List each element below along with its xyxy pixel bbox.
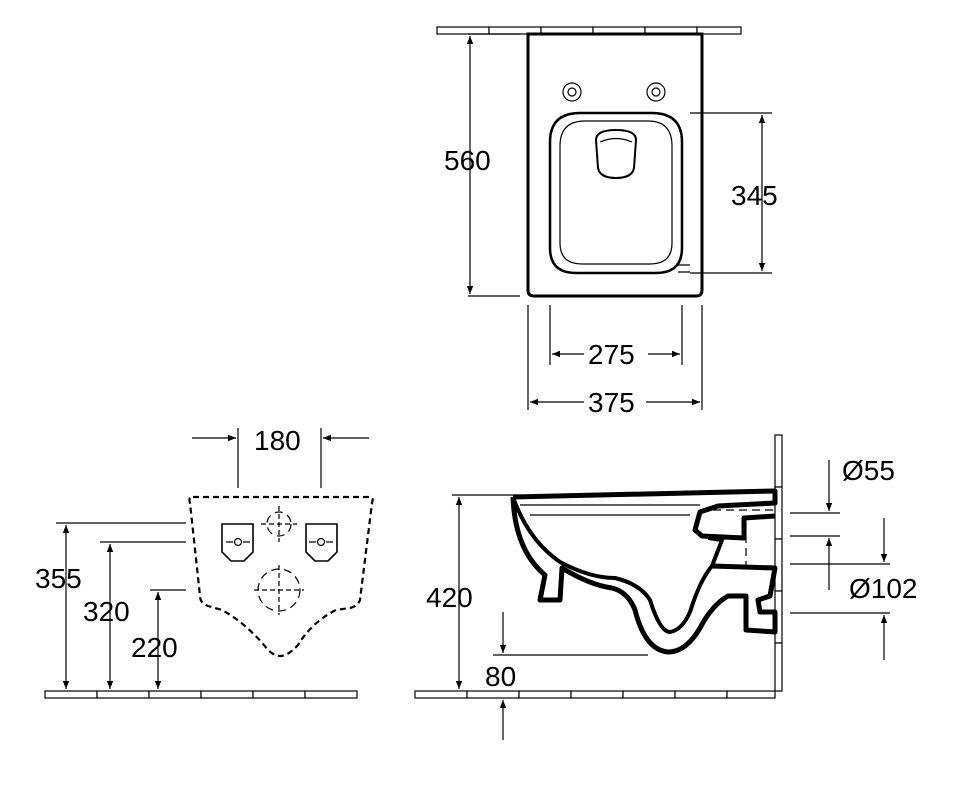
- outlet-diameter-label: Ø102: [849, 573, 918, 604]
- side-section-outline: [512, 488, 778, 541]
- overall-height-dimension-label: 420: [426, 582, 473, 613]
- wall-strip-side: [774, 434, 783, 692]
- outlet-position-icon: [254, 565, 304, 615]
- bolt-bracket-left-icon: [221, 523, 254, 562]
- wall-strip-top: [436, 26, 742, 35]
- outlet-outline: [594, 128, 638, 180]
- bolt-spacing-dimension-label: 180: [254, 425, 301, 456]
- floor-strip-side: [414, 690, 776, 699]
- bowl-width-dimension-label: 275: [588, 339, 635, 370]
- floor-strip-front: [44, 690, 358, 699]
- front-view: 180 355 320 220: [35, 425, 374, 699]
- inlet-diameter-label: Ø55: [842, 455, 895, 486]
- inlet-position-icon: [261, 506, 297, 542]
- front-view-dashed-outline: [188, 495, 374, 658]
- bowl-inner-outline: [559, 120, 673, 265]
- floor-offset-dimension-label: 80: [485, 661, 516, 692]
- top-view: 560 345 275 375: [436, 26, 778, 418]
- fixing-hole-right-icon: [646, 82, 666, 102]
- fixing-hole-left-icon: [562, 82, 582, 102]
- height-320-dimension-label: 320: [83, 596, 130, 627]
- bolt-bracket-right-icon: [305, 523, 338, 562]
- depth-dimension-label: 560: [444, 145, 491, 176]
- height-355-dimension-label: 355: [35, 563, 82, 594]
- bowl-outer-outline: [548, 111, 684, 275]
- side-view: 420 80 Ø55 Ø102: [414, 434, 918, 740]
- height-220-dimension-label: 220: [131, 632, 178, 663]
- bowl-length-dimension-label: 345: [731, 180, 778, 211]
- top-view-body-outline: [526, 32, 704, 298]
- overall-width-dimension-label: 375: [588, 387, 635, 418]
